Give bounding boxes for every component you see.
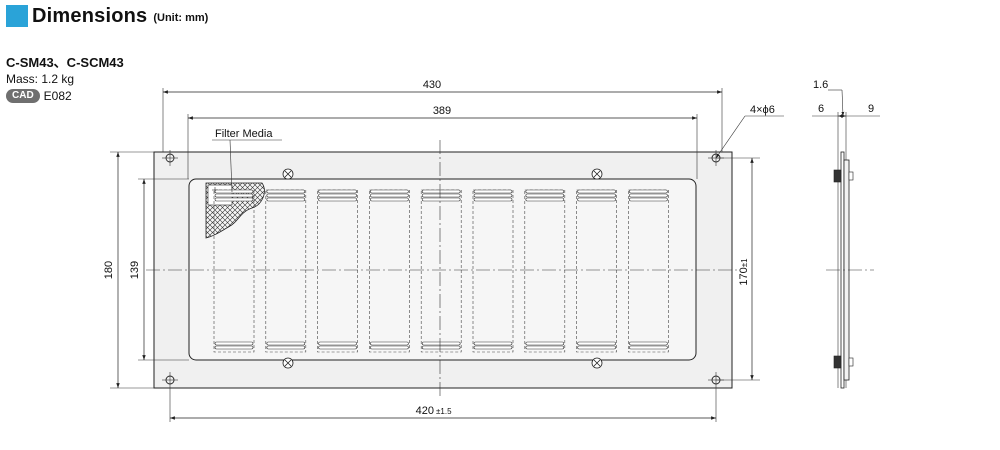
screw-icon-top-left xyxy=(282,168,294,180)
holes-label: 4×ϕ6 xyxy=(750,104,775,116)
cad-badge[interactable]: CAD xyxy=(6,89,40,103)
louver-slot xyxy=(265,189,307,353)
dim-139: 139 xyxy=(129,178,189,361)
dim-170-label: 170±1 xyxy=(738,258,750,286)
filter-media-callout: Filter Media xyxy=(212,128,282,193)
mass-text: Mass: 1.2 kg xyxy=(6,72,75,86)
dim-430: 430 xyxy=(162,79,723,152)
section-title: Dimensions xyxy=(32,4,148,27)
louver-slot xyxy=(369,189,410,353)
dim-420: 420 ±1.5 xyxy=(169,388,717,422)
section-marker-icon xyxy=(6,5,28,27)
side-view: 1.6 6 9 xyxy=(812,79,880,389)
side-9-label: 9 xyxy=(868,103,874,115)
cad-row: CAD E082 xyxy=(6,89,72,103)
unit-note: (Unit: mm) xyxy=(153,12,209,24)
louver-slot xyxy=(576,189,617,353)
louver-slot xyxy=(420,189,462,353)
louver-slot xyxy=(472,189,514,353)
filter-media-label: Filter Media xyxy=(215,128,273,140)
mounting-hole-tl xyxy=(162,150,178,166)
screw-icon-bottom-right xyxy=(591,357,603,369)
louver-slot xyxy=(317,189,358,353)
screw-icon-top-right xyxy=(591,168,603,180)
dim-420-tolerance: ±1.5 xyxy=(436,407,452,416)
model-name: C-SM43、C-SCM43 xyxy=(6,55,124,70)
screw-icon-bottom-left xyxy=(282,357,294,369)
dim-139-label: 139 xyxy=(129,261,141,279)
dim-170: 170±1 xyxy=(716,157,760,381)
holes-callout: 4×ϕ6 xyxy=(715,104,784,159)
inner-frame xyxy=(188,178,697,361)
dim-389: 389 xyxy=(187,105,698,179)
side-6-label: 6 xyxy=(818,103,824,115)
dim-430-label: 430 xyxy=(423,79,441,91)
louver-slot xyxy=(524,189,566,353)
louver-slot xyxy=(628,189,669,353)
louver-slot xyxy=(213,189,255,353)
dim-180-label: 180 xyxy=(103,261,115,279)
side-1-6-label: 1.6 xyxy=(813,79,828,91)
dim-420-label: 420 xyxy=(416,405,434,417)
dim-389-label: 389 xyxy=(433,105,451,117)
section-header: Dimensions (Unit: mm) xyxy=(0,4,208,28)
dim-180: 180 xyxy=(103,151,154,389)
louver-group xyxy=(213,189,669,353)
mounting-hole-bl xyxy=(162,372,178,388)
cad-code[interactable]: E082 xyxy=(43,89,72,103)
